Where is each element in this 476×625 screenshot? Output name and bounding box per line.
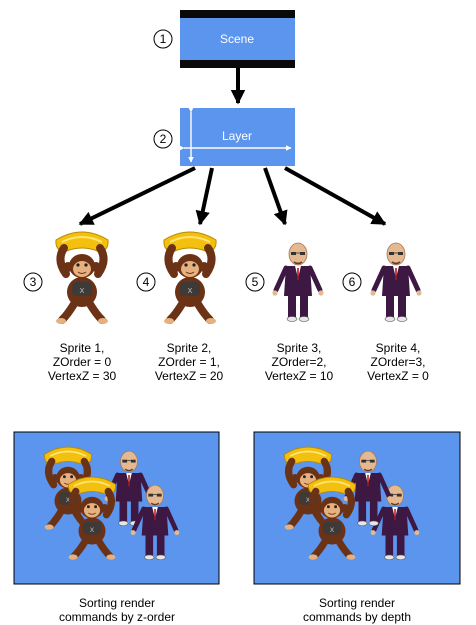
number-badge-2: 2 <box>153 129 173 149</box>
zorder-result-caption: Sorting render commands by z-order <box>58 596 176 624</box>
man-in-suit-icon <box>370 243 421 322</box>
layer-to-sprite-arrows <box>78 166 387 226</box>
number-badge-6: 6 <box>342 272 362 292</box>
layer-label: Layer <box>222 129 252 143</box>
number-badge-3: 3 <box>23 272 43 292</box>
step-numbers: 1 2 3 4 5 6 <box>23 29 362 292</box>
sprite-3-caption: Sprite 3, ZOrder=2, VertexZ = 10 <box>264 341 334 383</box>
sprite-2-caption: Sprite 2, ZOrder = 1, VertexZ = 20 <box>154 341 224 383</box>
svg-text:4: 4 <box>143 275 150 289</box>
svg-text:1: 1 <box>160 32 167 46</box>
depth-result-caption: Sorting render commands by depth <box>302 596 412 624</box>
svg-text:6: 6 <box>349 275 356 289</box>
zorder-result-panel <box>13 431 220 585</box>
svg-text:2: 2 <box>160 132 167 146</box>
man-in-suit-icon <box>272 243 323 322</box>
arrow-to-sprite-2 <box>195 167 214 226</box>
number-badge-4: 4 <box>136 272 156 292</box>
svg-text:5: 5 <box>252 275 259 289</box>
number-badge-1: 1 <box>153 29 173 49</box>
sprite-1-caption: Sprite 1, ZOrder = 0 VertexZ = 30 <box>47 341 117 383</box>
sprite-4-caption: Sprite 4, ZOrder=3, VertexZ = 0 <box>367 341 429 383</box>
number-badge-5: 5 <box>245 272 265 292</box>
monkey-icon <box>56 232 108 324</box>
arrow-to-sprite-3 <box>263 167 288 226</box>
layer-node: Layer <box>178 106 295 166</box>
svg-text:3: 3 <box>30 275 37 289</box>
monkey-icon <box>164 232 216 324</box>
depth-result-panel <box>253 431 461 585</box>
arrow-to-sprite-1 <box>78 166 196 226</box>
scene-node: Scene <box>180 10 295 68</box>
scene-label: Scene <box>220 32 254 46</box>
arrow-to-sprite-4 <box>284 166 387 226</box>
